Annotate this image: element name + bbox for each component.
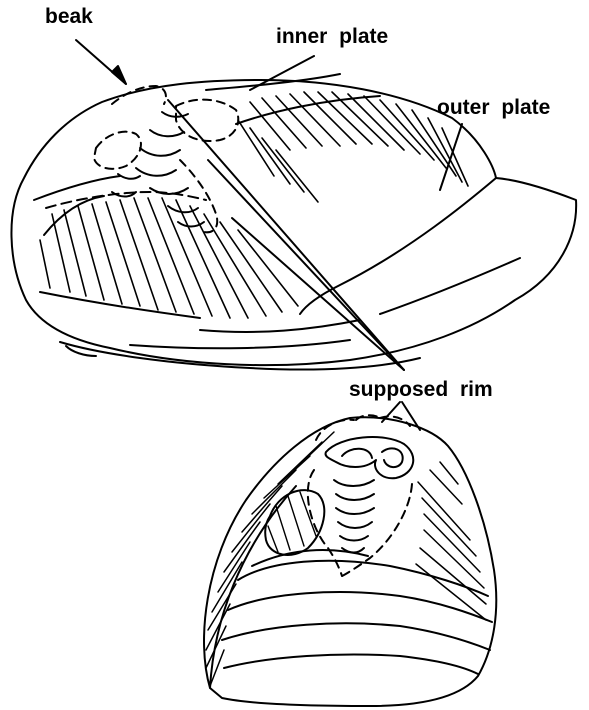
- label-supposed-rim: supposed rim: [349, 379, 493, 400]
- label-outer-plate: outer plate: [437, 97, 550, 118]
- upper-right-striations: [238, 92, 468, 202]
- inner-plate-edge: [46, 192, 206, 208]
- label-beak: beak: [45, 6, 93, 27]
- lower-shell: [204, 402, 496, 706]
- upper-shell-outline: [11, 80, 576, 365]
- lower-right-striations: [416, 462, 486, 620]
- rim-pointer-lower-2: [402, 402, 420, 430]
- label-inner-plate: inner plate: [276, 26, 388, 47]
- inner-plate-pointer: [250, 56, 314, 90]
- outer-plate-border: [300, 178, 496, 314]
- upper-shell: [11, 40, 576, 370]
